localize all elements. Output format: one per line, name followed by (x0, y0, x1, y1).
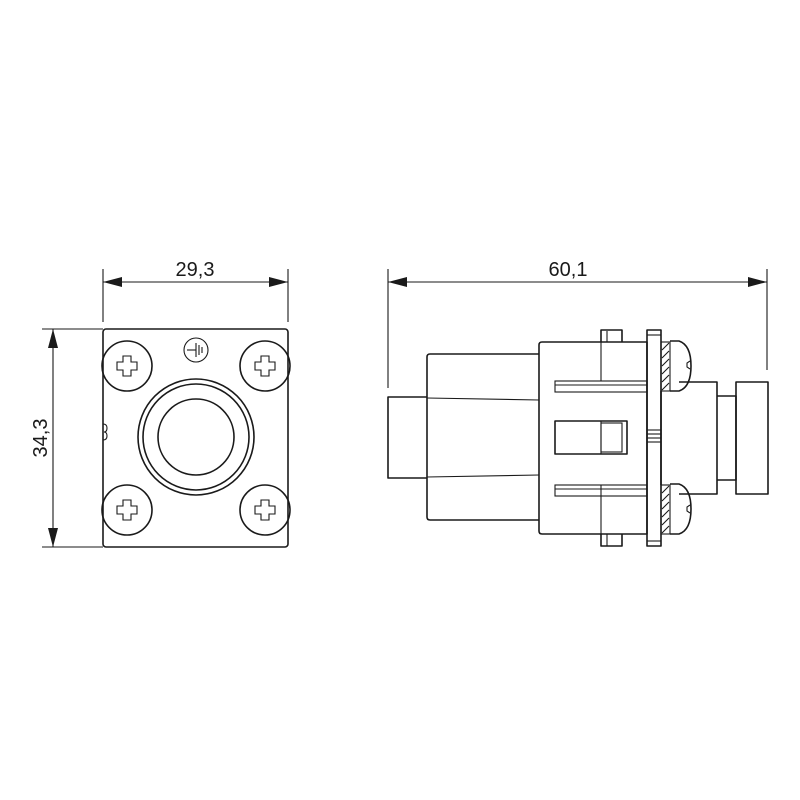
rear-neck (717, 395, 737, 481)
height-label: 34,3 (30, 419, 52, 458)
latch-button (600, 422, 623, 453)
screw-head-top (660, 340, 692, 392)
latch-tab-bottom (600, 534, 623, 547)
height-dimension: 34,3 (30, 328, 103, 548)
screw-head-bottom (660, 483, 692, 535)
side-view: 60,1 (387, 259, 769, 547)
rear-body (679, 381, 718, 495)
screw-bottom-right (239, 484, 291, 536)
screw-bottom-left (101, 484, 153, 536)
side-notch (102, 423, 108, 441)
contact-socket (137, 378, 255, 496)
screw-top-right (239, 340, 291, 392)
width-dimension: 29,3 (102, 259, 289, 322)
slot-top (554, 380, 648, 393)
tapered-body (426, 353, 539, 521)
latch-window (554, 420, 628, 455)
front-housing (102, 328, 289, 548)
latch-tab-top (600, 329, 623, 342)
front-view: 29,3 34,3 (30, 259, 291, 548)
width-label: 29,3 (176, 259, 215, 281)
screw-top-left (101, 340, 153, 392)
rear-cap (735, 381, 769, 495)
length-label: 60,1 (549, 259, 588, 281)
protective-earth-icon (183, 337, 209, 363)
length-dimension: 60,1 (387, 259, 768, 388)
plug-stub (387, 396, 427, 479)
